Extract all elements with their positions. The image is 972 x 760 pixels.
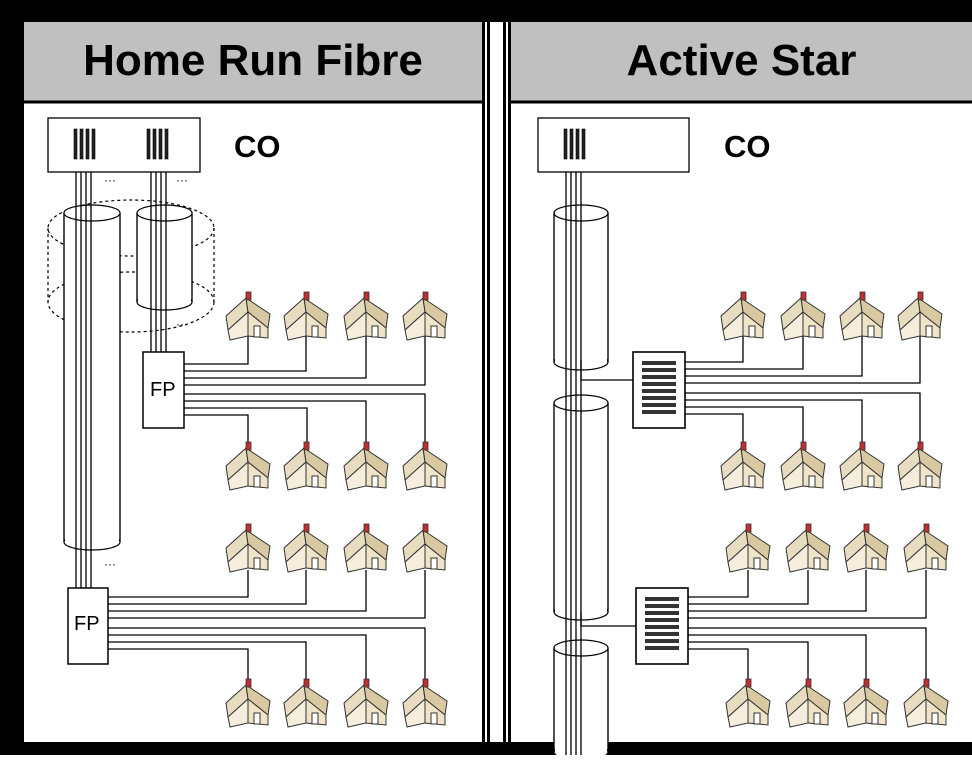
fibre-duct-large [63,204,121,551]
house-icon [903,678,949,728]
fibre-point-node [67,587,109,665]
house-icon [785,523,831,573]
svg-text:···: ··· [104,557,116,571]
house-icon [780,441,826,491]
svg-text:···: ··· [176,317,188,331]
fibre-port-icon [146,128,169,160]
house-icon [720,441,766,491]
house-icon [843,523,889,573]
fibre-port-icon [73,128,96,160]
house-icon [897,291,943,341]
active-star-diagram [537,117,949,760]
fibre-duct-small [136,204,193,311]
active-node-icon [632,351,686,429]
house-icon [785,678,831,728]
home-run-fibre-diagram: ··· ··· ··· ··· [47,117,448,728]
active-node-icon [635,587,689,665]
house-icon [225,678,271,728]
house-icon [343,678,389,728]
right-panel-title: Active Star [626,36,857,85]
house-icon [839,441,885,491]
left-fp-label-1: FP [150,379,176,401]
duct-outline [47,199,215,333]
house-icon [402,291,448,341]
left-fp-label-2: FP [74,613,100,635]
house-icon [725,523,771,573]
house-icon [402,523,448,573]
house-icon [283,523,329,573]
house-icon [720,291,766,341]
svg-text:···: ··· [176,173,188,187]
left-co-label: CO [234,129,281,164]
house-icon [225,291,271,341]
fibre-point-node [142,351,185,429]
house-icon [402,441,448,491]
svg-text:···: ··· [104,173,116,187]
house-icon [225,441,271,491]
house-icon [897,441,943,491]
left-panel-title: Home Run Fibre [83,36,423,85]
house-icon [725,678,771,728]
house-icon [283,441,329,491]
right-co-label: CO [724,129,771,164]
right-header [511,22,972,102]
house-icon [343,441,389,491]
house-icon [225,523,271,573]
house-icon [402,678,448,728]
house-icon [283,678,329,728]
house-icon [843,678,889,728]
central-office-box [537,117,690,173]
house-icon [343,523,389,573]
house-icon [903,523,949,573]
central-office-box [47,117,201,173]
left-header [24,22,482,102]
house-icon [780,291,826,341]
fibre-port-icon [563,128,586,160]
house-icon [283,291,329,341]
house-icon [343,291,389,341]
house-icon [839,291,885,341]
